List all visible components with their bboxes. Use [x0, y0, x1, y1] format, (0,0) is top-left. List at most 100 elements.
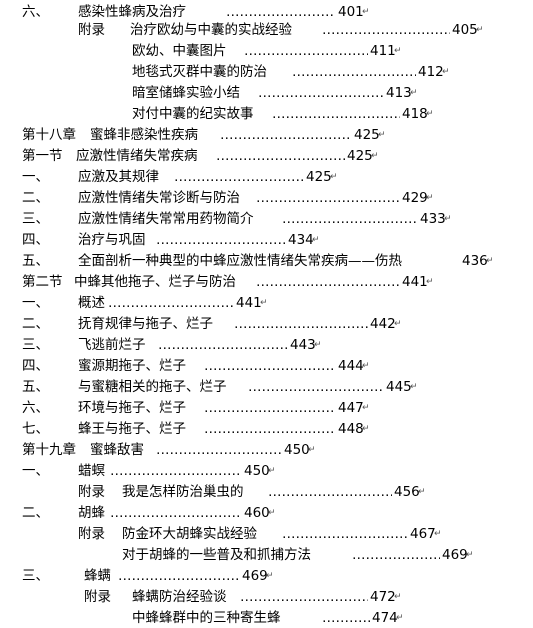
dot-leader: …………………………	[234, 316, 368, 332]
page-number: 444	[338, 358, 364, 374]
entry-title: 全面剖析一种典型的中蜂应激性情绪失常疾病——伤热	[78, 253, 402, 269]
entry-title: 中蜂蜂群中的三种寄生蜂	[132, 610, 281, 626]
paragraph-mark-icon: ↵	[371, 151, 379, 161]
toc-entry[interactable]: 四、蜜源期拖子、烂子…………………………………444↵	[0, 356, 533, 376]
appendix-label: 附录	[78, 526, 105, 542]
dot-leader: ……………………	[226, 4, 334, 20]
entry-title: 治疗欧幼与中囊的实战经验	[130, 22, 292, 38]
dot-leader: ……………………………	[268, 484, 392, 500]
paragraph-mark-icon: ↵	[426, 109, 434, 119]
toc-entry[interactable]: 二、抚育规律与拖子、烂子…………………………442↵	[0, 314, 533, 334]
toc-entry[interactable]: 地毯式灭群中囊的防治…………………………412↵	[0, 62, 533, 82]
entry-title: 应激性情绪失常诊断与防治	[78, 190, 240, 206]
toc-entry[interactable]: 三、蜂螨……………………………………469↵	[0, 566, 533, 586]
page-number: 456	[394, 484, 420, 500]
paragraph-mark-icon: ↵	[260, 298, 268, 308]
paragraph-mark-icon: ↵	[312, 235, 320, 245]
dot-leader: …………………………………	[110, 505, 242, 521]
entry-number: 第二节	[22, 274, 63, 290]
toc-entry[interactable]: 七、蜂王与拖子、烂子…………………………………448↵	[0, 419, 533, 439]
toc-entry[interactable]: 四、治疗与巩固…………………………………434↵	[0, 230, 533, 250]
toc-entry[interactable]: 一、应激及其规律…………………………………425↵	[0, 167, 533, 187]
paragraph-mark-icon: ↵	[308, 445, 316, 455]
entry-title: 地毯式灭群中囊的防治	[132, 64, 267, 80]
entry-number: 一、	[22, 463, 49, 479]
toc-entry[interactable]: 六、环境与拖子、烂子…………………………………447↵	[0, 398, 533, 418]
page-number: 469	[442, 547, 468, 563]
dot-leader: …………………………………	[156, 232, 286, 248]
dot-leader: ……………………………………	[118, 568, 240, 584]
entry-number: 三、	[22, 211, 49, 227]
appendix-label: 附录	[84, 589, 111, 605]
page-number: 401	[338, 4, 364, 20]
toc-entry[interactable]: 中蜂蜂群中的三种寄生蜂……………………474↵	[0, 608, 533, 628]
paragraph-mark-icon: ↵	[410, 88, 418, 98]
dot-leader: ……………………………………	[322, 22, 450, 38]
dot-leader: …………………………	[216, 148, 345, 164]
paragraph-mark-icon: ↵	[426, 277, 434, 287]
toc-entry[interactable]: 一、蜡螟…………………………………450↵	[0, 461, 533, 481]
entry-title: 蜡螟	[78, 463, 105, 479]
toc-entry[interactable]: 五、与蜜糖相关的拖子、烂子……………………………445↵	[0, 377, 533, 397]
toc-entry[interactable]: 二、胡蜂…………………………………460↵	[0, 503, 533, 523]
toc-entry[interactable]: 一、概述……………………………………441↵	[0, 293, 533, 313]
paragraph-mark-icon: ↵	[442, 67, 450, 77]
entry-number: 三、	[22, 337, 49, 353]
entry-number: 六、	[22, 4, 49, 20]
entry-title: 感染性蜂病及治疗	[78, 4, 186, 20]
paragraph-mark-icon: ↵	[486, 256, 494, 266]
paragraph-mark-icon: ↵	[418, 487, 426, 497]
entry-title: 治疗与巩固	[78, 232, 146, 248]
page-number: 425	[347, 148, 373, 164]
entry-title: 蜜蜂敌害	[90, 442, 144, 458]
toc-entry[interactable]: 五、 全面剖析一种典型的中蜂应激性情绪失常疾病——伤热 436↵	[0, 251, 533, 271]
dot-leader: ……………………………	[282, 211, 418, 227]
entry-number: 七、	[22, 421, 49, 437]
entry-title: 胡蜂	[78, 505, 105, 521]
appendix-label: 附录	[78, 484, 105, 500]
toc-entry[interactable]: 第一节应激性情绪失常疾病…………………………425↵	[0, 146, 533, 166]
page-number: 450	[244, 463, 270, 479]
page-number: 418	[402, 106, 428, 122]
entry-number: 二、	[22, 316, 49, 332]
dot-leader: …………………………	[240, 589, 368, 605]
entry-title: 暗室储蜂实验小结	[132, 85, 240, 101]
entry-title: 蜜源期拖子、烂子	[78, 358, 186, 374]
toc-entry[interactable]: 暗室储蜂实验小结……………………………413↵	[0, 83, 533, 103]
toc-entry[interactable]: 六、感染性蜂病及治疗……………………401↵	[0, 2, 533, 22]
toc-entry[interactable]: 第二节中蜂其他拖子、烂子与防治……………………………441↵	[0, 272, 533, 292]
paragraph-mark-icon: ↵	[266, 571, 274, 581]
toc-entry[interactable]: 三、应激性情绪失常常用药物简介……………………………433↵	[0, 209, 533, 229]
dot-leader: ……………………………………	[108, 295, 234, 311]
toc-entry[interactable]: 对于胡蜂的一些普及和抓捕方法………………………469↵	[0, 545, 533, 565]
toc-entry[interactable]: 对付中囊的纪实故事…………………………418↵	[0, 104, 533, 124]
entry-number: 五、	[22, 253, 49, 269]
page-number: 441	[402, 274, 428, 290]
paragraph-mark-icon: ↵	[268, 508, 276, 518]
toc-entry[interactable]: 二、应激性情绪失常诊断与防治………………………………429↵	[0, 188, 533, 208]
paragraph-mark-icon: ↵	[362, 361, 370, 371]
toc-entry[interactable]: 欧幼、中囊图片………………………………411↵	[0, 41, 533, 61]
toc-entry[interactable]: 三、飞逃前烂子…………………………………443↵	[0, 335, 533, 355]
dot-leader: …………………………………	[204, 400, 336, 416]
toc-entry[interactable]: 第十八章蜜蜂非感染性疾病…………………………425↵	[0, 125, 533, 145]
entry-title: 中蜂其他拖子、烂子与防治	[74, 274, 236, 290]
toc-entry[interactable]: 附录蜂螨防治经验谈…………………………472↵	[0, 587, 533, 607]
dot-leader: ……………………	[322, 610, 370, 626]
dot-leader: ………………………………	[256, 190, 400, 206]
page-number: 448	[338, 421, 364, 437]
dot-leader: …………………………………	[110, 463, 242, 479]
entry-title: 应激性情绪失常疾病	[76, 148, 198, 164]
entry-title: 与蜜糖相关的拖子、烂子	[78, 379, 227, 395]
appendix-label: 附录	[78, 22, 105, 38]
entry-number: 二、	[22, 505, 49, 521]
page-number: 436	[462, 253, 488, 269]
entry-title: 对于胡蜂的一些普及和抓捕方法	[122, 547, 311, 563]
page-number: 429	[402, 190, 428, 206]
page-number: 447	[338, 400, 364, 416]
